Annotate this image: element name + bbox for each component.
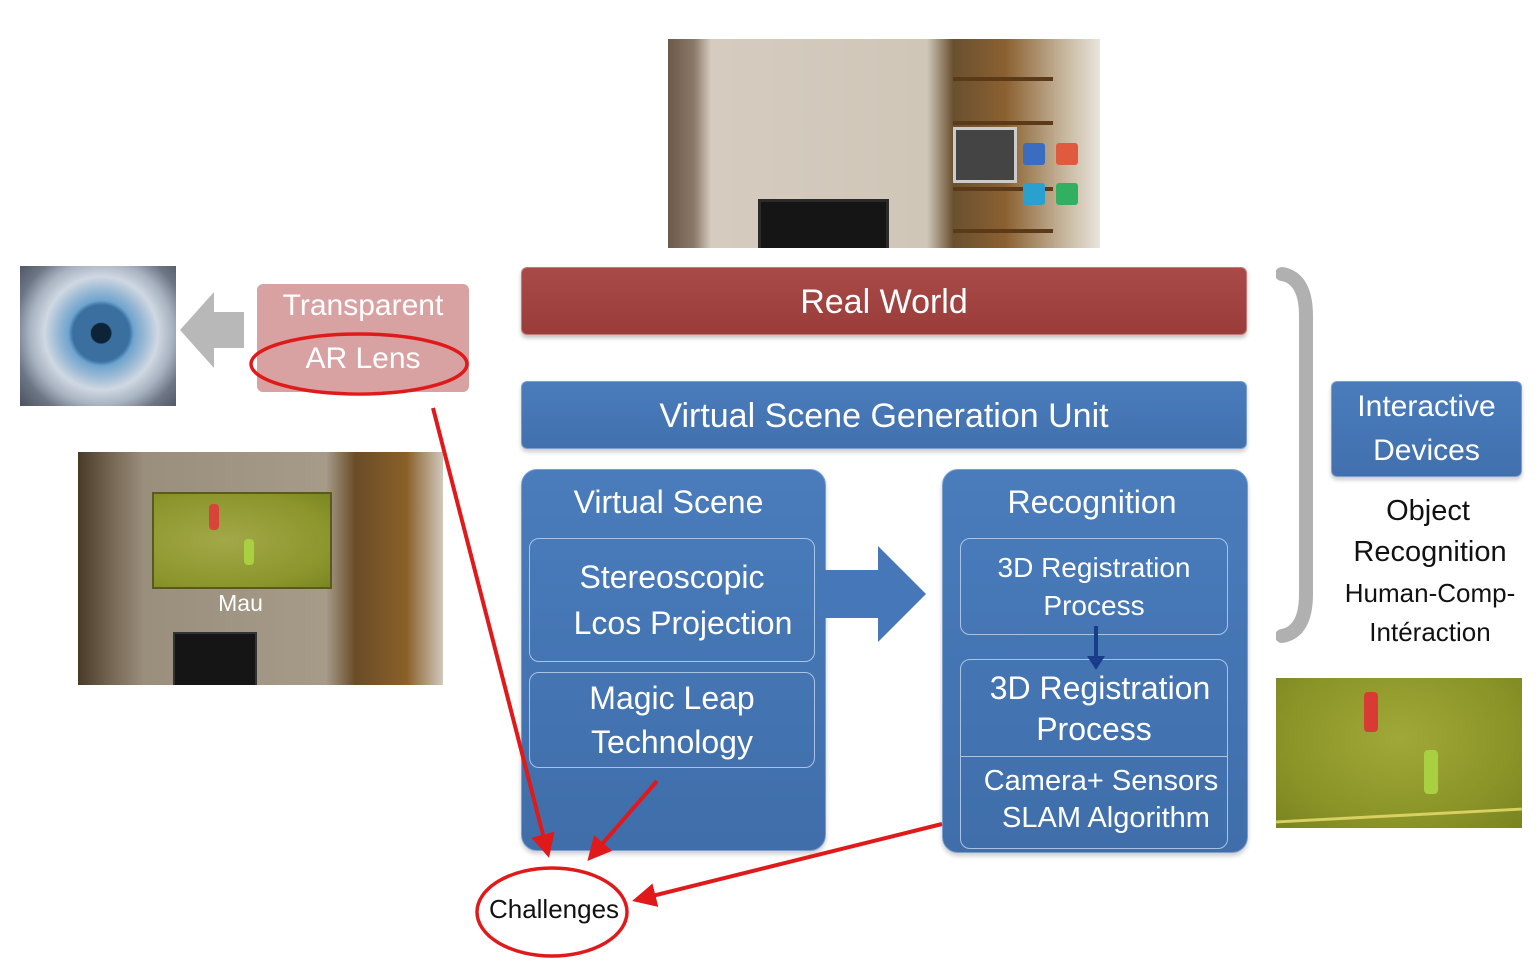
ar-lens-panel <box>257 284 469 392</box>
registration-2-line2: Process <box>1036 711 1152 747</box>
virtual-scene-title: Virtual Scene <box>573 484 764 520</box>
arrow-left-icon <box>180 292 244 368</box>
recognition-title: Recognition <box>1007 484 1177 520</box>
slam-line: SLAM Algorithm <box>1002 802 1210 834</box>
mixed-reality-room-photo: Mau <box>78 452 443 685</box>
registration-box-1: 3D Registration Process <box>960 538 1228 635</box>
stereoscopic-line1: Stereoscopic <box>579 559 765 595</box>
ar-lens-line2: AR Lens <box>305 342 421 375</box>
recognition-line: Recognition <box>1353 536 1507 568</box>
real-world-label: Real World <box>800 283 968 321</box>
interactive-devices-line2: Devices <box>1373 434 1480 467</box>
interactive-devices-box: Interactive Devices <box>1331 381 1522 477</box>
magic-leap-line1: Magic Leap <box>589 680 755 716</box>
room-tv <box>173 632 257 685</box>
stereoscopic-box: Stereoscopic Lcos Projection <box>529 538 815 662</box>
registration-2-line1: 3D Registration <box>989 670 1211 706</box>
registration-1-line2: Process <box>1043 589 1145 621</box>
vsgu-label: Virtual Scene Generation Unit <box>659 397 1109 435</box>
arrow-lens-to-challenges <box>431 407 555 858</box>
vsgu-bar: Virtual Scene Generation Unit <box>521 381 1247 449</box>
bracket-icon <box>1276 267 1313 643</box>
challenges-label: Challenges <box>488 894 620 924</box>
magic-leap-box: Magic Leap Technology <box>529 672 815 768</box>
hci-line2: Intéraction <box>1369 617 1491 647</box>
challenges-highlight <box>475 866 629 958</box>
ar-lens-line1: Transparent <box>282 289 444 322</box>
arrow-magicleap-to-challenges <box>587 779 659 862</box>
real-world-room-photo <box>668 39 1100 248</box>
room-tv <box>758 199 889 248</box>
real-world-bar: Real World <box>521 267 1247 335</box>
hci-line1: Human-Comp- <box>1344 578 1516 608</box>
virtual-scene-panel <box>521 469 826 851</box>
camera-sensors-line: Camera+ Sensors <box>983 765 1219 797</box>
arrow-right-icon <box>818 546 926 642</box>
room-small-tv <box>953 127 1017 183</box>
registration-divider <box>961 756 1227 757</box>
football-photo <box>1276 678 1522 828</box>
arrow-down-icon <box>1087 626 1105 670</box>
object-line: Object <box>1386 495 1470 527</box>
eye-photo <box>20 266 176 406</box>
interactive-devices-line1: Interactive <box>1357 390 1496 423</box>
registration-1-line1: 3D Registration <box>997 551 1191 583</box>
magic-leap-line2: Technology <box>591 724 753 760</box>
mau-label: Mau <box>218 590 263 616</box>
ar-lens-highlight <box>249 332 469 396</box>
arrow-recognition-to-challenges <box>632 822 943 907</box>
virtual-pitch-screen <box>152 492 332 589</box>
stereoscopic-line2: Lcos Projection <box>573 605 793 641</box>
